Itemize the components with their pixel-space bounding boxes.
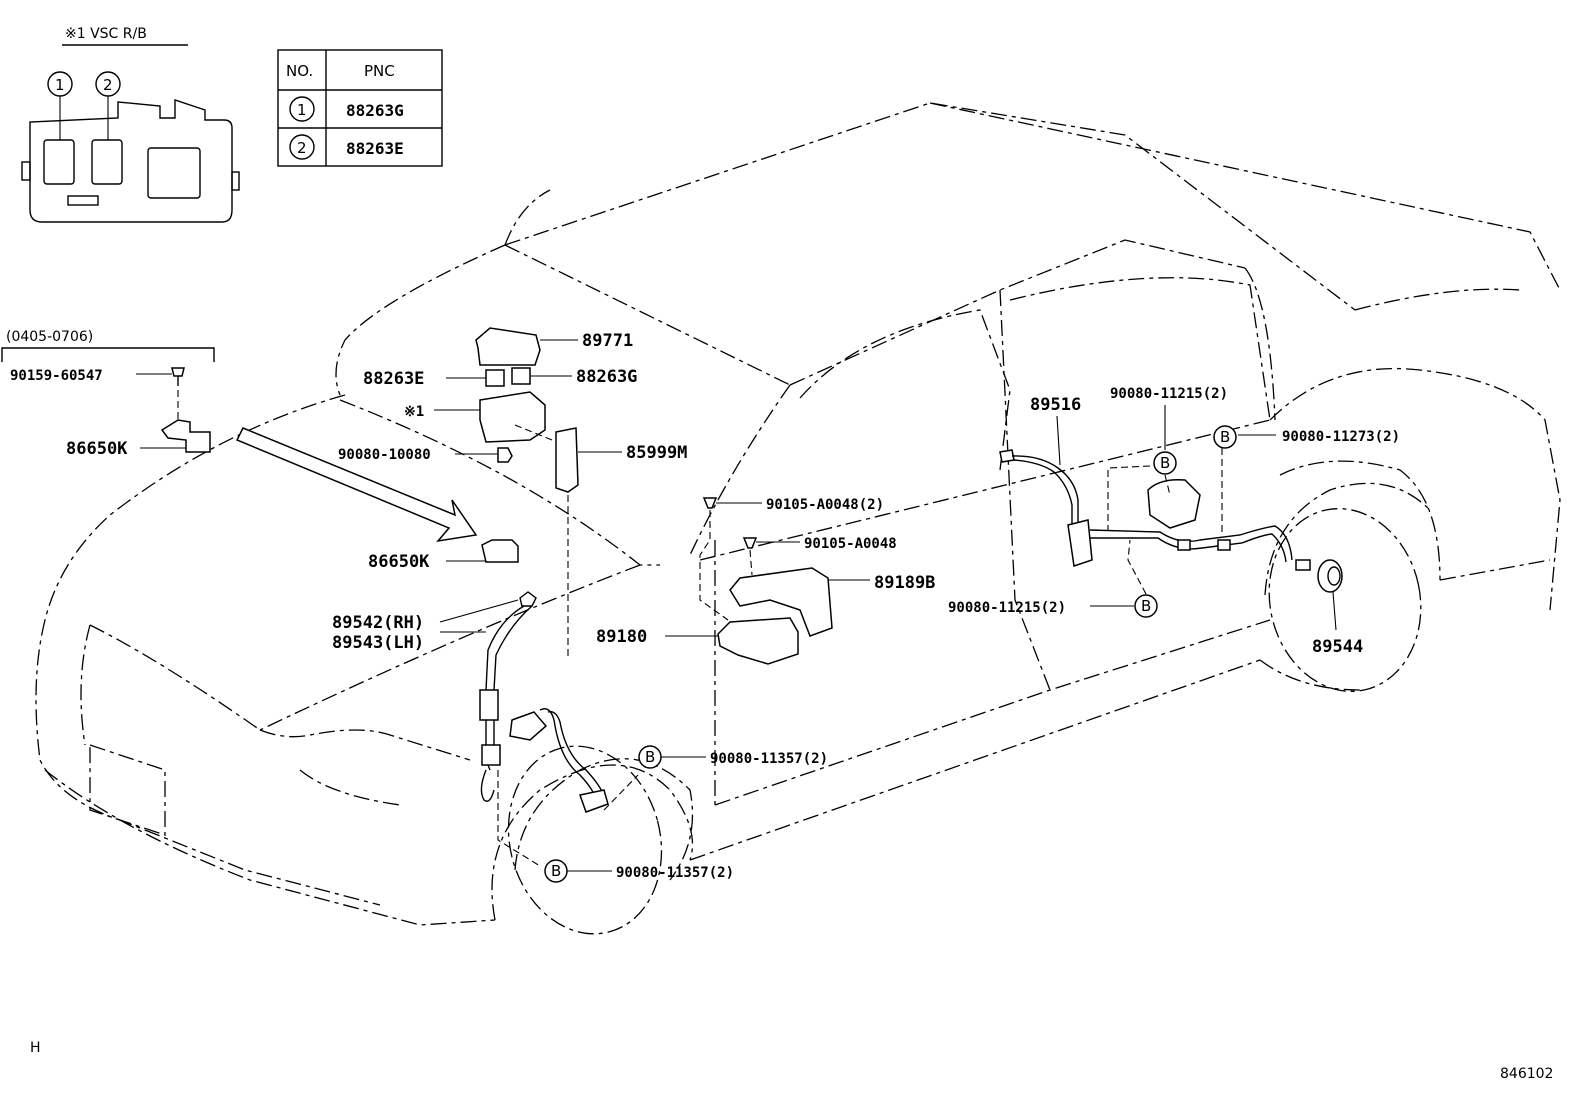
- label-85999m: 85999M: [626, 443, 687, 463]
- hub-bearing-89544-icon: [1317, 559, 1343, 593]
- label-90080-10080: 90080-10080: [338, 447, 431, 463]
- label-86650k-a: 86650K: [66, 439, 128, 459]
- label-90105-a0048: 90105-A0048: [804, 536, 897, 552]
- sensor-tip-icon: [579, 789, 609, 813]
- label-90080-11273: 90080-11273(2): [1282, 429, 1400, 445]
- label-90080-11215-top: 90080-11215(2): [1110, 386, 1228, 402]
- vsc-relay-block-inset: ※1 VSC R/B 1 2: [21, 26, 240, 223]
- svg-text:B: B: [551, 862, 561, 880]
- table-row-2-pnc: 88263E: [346, 139, 404, 158]
- table-row-2-no: 2: [297, 139, 307, 157]
- label-89516: 89516: [1030, 395, 1081, 415]
- sensor-bracket-icon: [509, 711, 548, 741]
- relay-88263g-icon: [511, 367, 531, 385]
- label-89544: 89544: [1312, 637, 1363, 657]
- yaw-sensor-89180-icon: [717, 617, 799, 665]
- wire-connector-icon: [999, 449, 1015, 463]
- label-90080-11357-a: 90080-11357(2): [710, 751, 828, 767]
- rear-sensor-wire-assembly: 89516 90080-11215(2) 90080-11273(2) 9008…: [948, 386, 1400, 616]
- svg-text:B: B: [1141, 597, 1151, 615]
- yaw-sensor-assembly: 90105-A0048(2) 90105-A0048 89189B 89180: [596, 497, 935, 665]
- ref-marker-b-1: [1153, 451, 1177, 475]
- label-note-1: ※1: [404, 404, 424, 420]
- table-row-1-pnc: 88263G: [346, 101, 404, 120]
- bracket-85999m-icon: [555, 427, 579, 493]
- label-89542-rh: 89542(RH): [332, 613, 424, 633]
- label-88263e: 88263E: [363, 369, 424, 389]
- label-89771: 89771: [582, 331, 633, 351]
- relay-86650k-bay-icon: [481, 539, 519, 563]
- front-sensor-bolts: 90080-11357(2) 90080-11357(2): [567, 751, 828, 881]
- relay-86650k-icon: [160, 419, 211, 453]
- rear-hub-bearing: 89544: [1312, 559, 1363, 657]
- label-89189b: 89189B: [874, 573, 935, 593]
- vsc-relay-block-icon: [479, 391, 546, 443]
- relay-86650k-bay: 86650K: [368, 539, 519, 572]
- front-speed-sensor-assembly: 89542(RH) 89543(LH): [332, 591, 639, 867]
- svg-text:1: 1: [55, 76, 65, 94]
- relay-slot-1: [43, 139, 75, 185]
- inset-marker-2: [95, 71, 121, 97]
- wire-clamp-icon: [1147, 478, 1201, 529]
- ref-marker-b-4: [638, 745, 662, 769]
- label-90080-11215-mid: 90080-11215(2): [948, 600, 1066, 616]
- wire-end-connector-icon: [1295, 559, 1311, 571]
- ref-marker-b-2: [1213, 425, 1237, 449]
- footer-left-code: H: [30, 1040, 41, 1056]
- bolt-icon: [497, 447, 513, 463]
- inset-title: ※1 VSC R/B: [65, 26, 147, 42]
- screw-90105-2-icon: [702, 497, 718, 509]
- svg-text:B: B: [645, 748, 655, 766]
- sensor-grommet-icon: [479, 689, 499, 721]
- pnc-table: NO. PNC 1 88263G 2 88263E: [277, 49, 443, 167]
- label-90105-a0048-2: 90105-A0048(2): [766, 497, 884, 513]
- relay-88263e-icon: [485, 369, 505, 387]
- location-arrow: [235, 427, 478, 543]
- sensor-connector-icon: [519, 591, 537, 607]
- label-90080-11357-b: 90080-11357(2): [616, 865, 734, 881]
- relay-block-assembly: 89771 88263E 88263G ※1 90080-10080 85999…: [338, 327, 687, 660]
- svg-text:B: B: [1220, 428, 1230, 446]
- screw-90105-icon: [742, 537, 758, 549]
- label-89543-lh: 89543(LH): [332, 633, 424, 653]
- date-range-label: (0405-0706): [6, 329, 93, 345]
- table-header-pnc: PNC: [364, 62, 395, 80]
- relay-slot-2: [91, 139, 123, 185]
- car-body-outline: [35, 102, 1561, 935]
- table-header-no: NO.: [286, 62, 313, 80]
- label-88263g: 88263G: [576, 367, 637, 387]
- label-89180: 89180: [596, 627, 647, 647]
- ref-marker-b-5: [544, 859, 568, 883]
- date-range-group: (0405-0706) 90159-60547 86650K: [1, 329, 215, 459]
- ref-markers: B B B B B: [544, 425, 1237, 883]
- cover-89771-icon: [475, 327, 541, 366]
- screw-icon: [171, 367, 185, 377]
- label-90159-60547: 90159-60547: [10, 368, 103, 384]
- figure-number: 846102: [1500, 1066, 1553, 1082]
- svg-text:B: B: [1160, 454, 1170, 472]
- ref-marker-b-3: [1134, 594, 1158, 618]
- label-86650k-b: 86650K: [368, 552, 430, 572]
- inset-marker-1: [47, 71, 73, 97]
- table-row-1-no: 1: [297, 101, 307, 119]
- svg-text:2: 2: [103, 76, 113, 94]
- bracket-89189b-icon: [729, 567, 833, 637]
